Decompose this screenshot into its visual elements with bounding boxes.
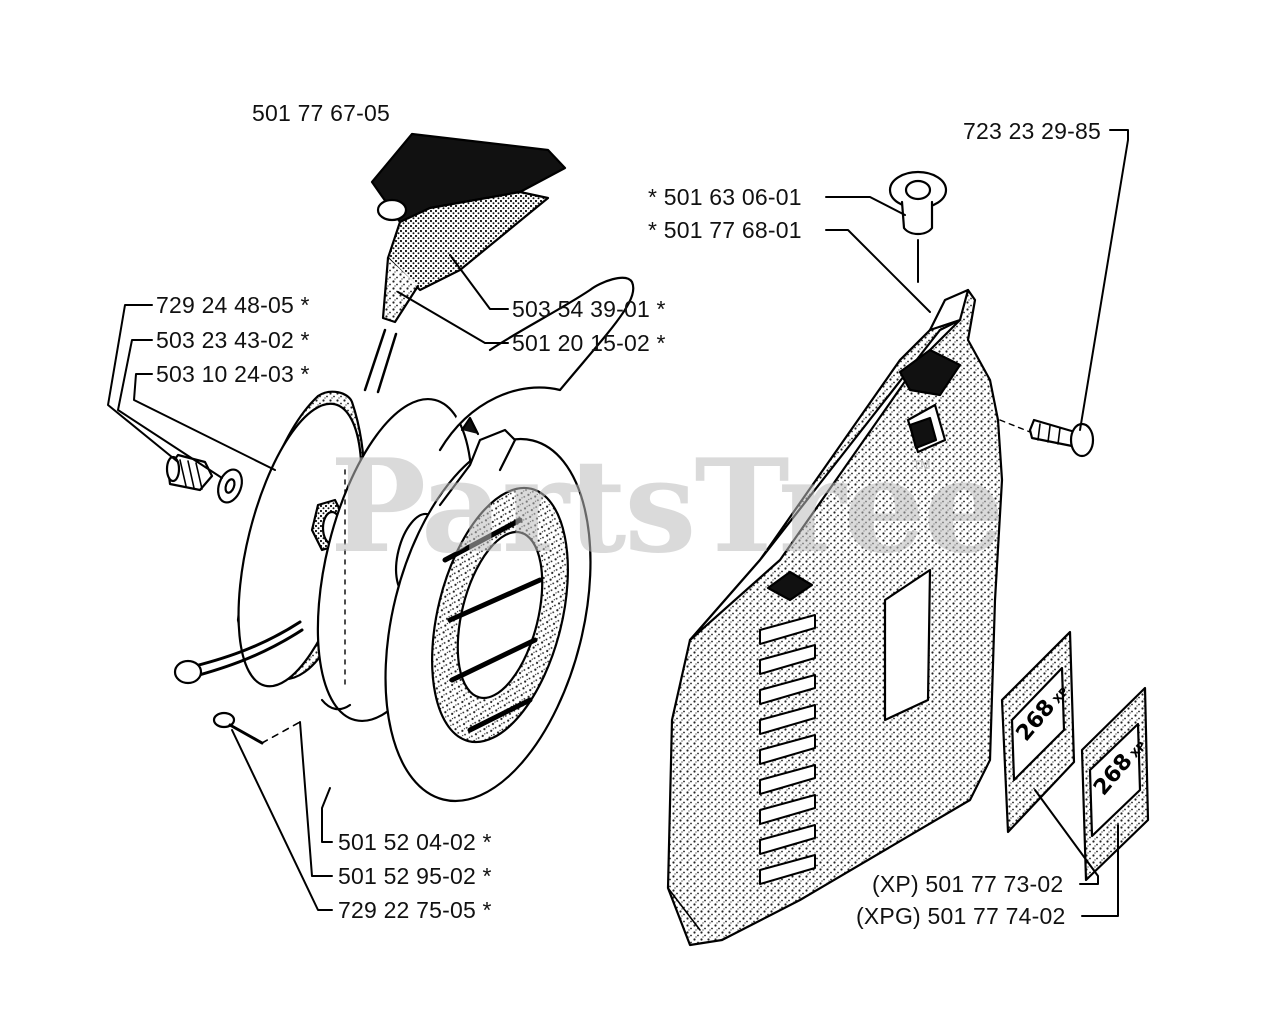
part-label: (XPG) 501 77 74-02	[856, 903, 1066, 929]
part-label: 501 52 04-02 *	[338, 829, 492, 855]
part-label: 501 52 95-02 *	[338, 863, 492, 889]
part-label: 501 20 15-02 *	[512, 330, 666, 356]
decal-xp	[1000, 630, 1076, 834]
part-label: 729 22 75-05 *	[338, 897, 492, 923]
decal-xpg	[1080, 686, 1150, 882]
part-label: 729 24 48-05 *	[156, 292, 310, 318]
screw-right	[999, 418, 1095, 458]
starter-housing	[666, 288, 1004, 947]
screw-bottom	[212, 711, 301, 745]
part-label: 503 23 43-02 *	[156, 327, 310, 353]
washer	[217, 468, 243, 504]
pawl-carrier	[384, 276, 635, 803]
leader-lines	[107, 129, 1129, 917]
starter-handle	[370, 132, 567, 324]
part-label: 503 54 39-01 *	[512, 296, 666, 322]
bushing	[888, 170, 948, 283]
part-label: 503 10 24-03 *	[156, 361, 310, 387]
watermark-trademark: TM	[913, 458, 931, 472]
watermark: PartsTree	[330, 432, 1005, 582]
part-label: 723 23 29-85	[963, 118, 1101, 144]
part-label: (XP) 501 77 73-02	[872, 871, 1064, 897]
part-label: 501 77 67-05	[252, 100, 390, 126]
part-label: * 501 77 68-01	[648, 217, 802, 243]
screw-left	[165, 453, 214, 492]
part-label: * 501 63 06-01	[648, 184, 802, 210]
